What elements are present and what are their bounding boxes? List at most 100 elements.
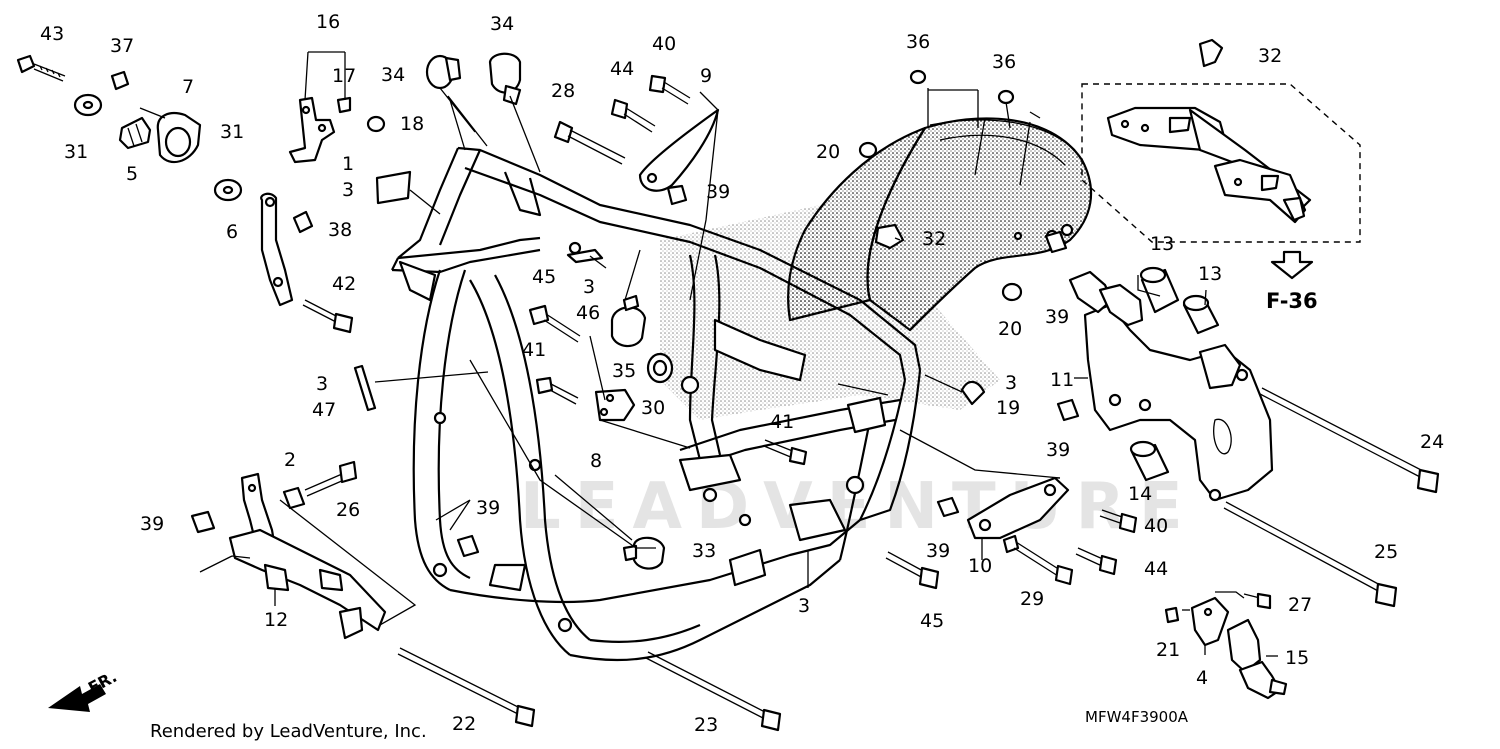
callout-35: 35 <box>612 360 636 382</box>
callout-26: 26 <box>336 499 360 521</box>
callout-41a: 41 <box>522 339 546 361</box>
callout-43: 43 <box>40 23 64 45</box>
collar-14 <box>1129 440 1170 482</box>
callout-41b: 41 <box>770 411 794 433</box>
clip-32a <box>874 223 905 250</box>
callout-23: 23 <box>694 714 718 736</box>
credit-line: Rendered by LeadVenture, Inc. <box>150 721 427 742</box>
callout-37: 37 <box>110 35 134 57</box>
callout-29: 29 <box>1020 588 1044 610</box>
callout-27: 27 <box>1288 594 1312 616</box>
callout-4: 4 <box>1196 667 1208 689</box>
plate-10 <box>966 476 1070 540</box>
bracket-16 <box>288 96 336 164</box>
callout-25: 25 <box>1374 541 1398 563</box>
callout-19: 19 <box>996 397 1020 419</box>
callout-34b: 34 <box>490 13 514 35</box>
callout-44a: 44 <box>610 58 634 80</box>
callout-45b: 45 <box>920 610 944 632</box>
callout-6: 6 <box>226 221 238 243</box>
callout-24: 24 <box>1420 431 1444 453</box>
collar-2 <box>282 486 306 510</box>
callout-39f: 39 <box>926 540 950 562</box>
callout-42: 42 <box>332 273 356 295</box>
callout-31a: 31 <box>64 141 88 163</box>
callout-40a: 40 <box>652 33 676 55</box>
callout-13a: 13 <box>1150 233 1174 255</box>
bolt-45a <box>528 304 581 343</box>
bolt-42 <box>302 299 354 334</box>
collar-13b <box>1182 294 1220 335</box>
callout-39e: 39 <box>476 497 500 519</box>
collar-13a <box>1139 266 1180 314</box>
nut-39a <box>666 184 688 206</box>
collar-18 <box>366 115 386 133</box>
stay-6 <box>260 192 294 307</box>
bolt-43 <box>16 54 66 82</box>
callout-14: 14 <box>1128 483 1152 505</box>
cap-36b <box>997 89 1015 105</box>
bolt-44a <box>610 98 656 133</box>
callout-3a: 3 <box>342 179 354 201</box>
bolt-24 <box>1259 387 1440 494</box>
bolt-40b <box>1099 509 1138 534</box>
callout-21: 21 <box>1156 639 1180 661</box>
callout-39b: 39 <box>1045 306 1069 328</box>
cap-36a <box>909 69 927 85</box>
callout-44b: 44 <box>1144 558 1168 580</box>
callout-7: 7 <box>182 76 194 98</box>
plate-8 <box>594 388 636 422</box>
bolt-22 <box>397 647 536 728</box>
callout-3e: 3 <box>798 595 810 617</box>
bracket-12 <box>228 472 387 640</box>
bolt-45b <box>885 551 940 590</box>
plate-19 <box>960 380 986 406</box>
grommet-20b <box>1001 282 1023 302</box>
callout-3b: 3 <box>583 276 595 298</box>
clamp-33 <box>622 536 666 570</box>
callout-46: 46 <box>576 302 600 324</box>
bolt-28 <box>553 120 626 165</box>
nut-37 <box>110 70 130 91</box>
callout-3c: 3 <box>316 373 328 395</box>
bracket-4 <box>1190 596 1230 647</box>
callout-1: 1 <box>342 153 354 175</box>
nut-39b <box>1044 230 1068 254</box>
ref-box-f36 <box>1081 38 1361 243</box>
plate-47 <box>353 364 377 412</box>
callout-labels: 43 37 7 31 5 31 16 17 18 34 34 1 3 38 6 … <box>40 11 1444 736</box>
callout-22: 22 <box>452 713 476 735</box>
callout-15: 15 <box>1285 647 1309 669</box>
bolt-40a <box>648 74 691 105</box>
front-direction-arrow <box>48 684 106 712</box>
callout-32a: 32 <box>922 228 946 250</box>
clamp-35 <box>610 294 647 348</box>
main-frame <box>391 146 922 662</box>
callout-36b: 36 <box>992 51 1016 73</box>
callout-39a: 39 <box>706 181 730 203</box>
screw-17 <box>336 96 352 114</box>
ref-page-label: F-36 <box>1266 289 1318 313</box>
bracket-11 <box>1068 270 1274 502</box>
callout-47: 47 <box>312 399 336 421</box>
callout-9: 9 <box>700 65 712 87</box>
clamp-34a <box>425 54 462 90</box>
callout-11: 11 <box>1050 369 1074 391</box>
callout-5: 5 <box>126 163 138 185</box>
leader-lines <box>199 51 1278 657</box>
callout-13b: 13 <box>1198 263 1222 285</box>
callout-20a: 20 <box>816 141 840 163</box>
callout-18: 18 <box>400 113 424 135</box>
callout-36a: 36 <box>906 31 930 53</box>
callout-17: 17 <box>332 65 356 87</box>
callout-28: 28 <box>551 80 575 102</box>
callout-3d: 3 <box>1005 372 1017 394</box>
rubber-5 <box>118 116 152 150</box>
screw-21 <box>1164 606 1180 624</box>
callout-8: 8 <box>590 450 602 472</box>
callout-33: 33 <box>692 540 716 562</box>
callout-32b: 32 <box>1258 45 1282 67</box>
callout-38: 38 <box>328 219 352 241</box>
nut-39c <box>1056 398 1080 422</box>
